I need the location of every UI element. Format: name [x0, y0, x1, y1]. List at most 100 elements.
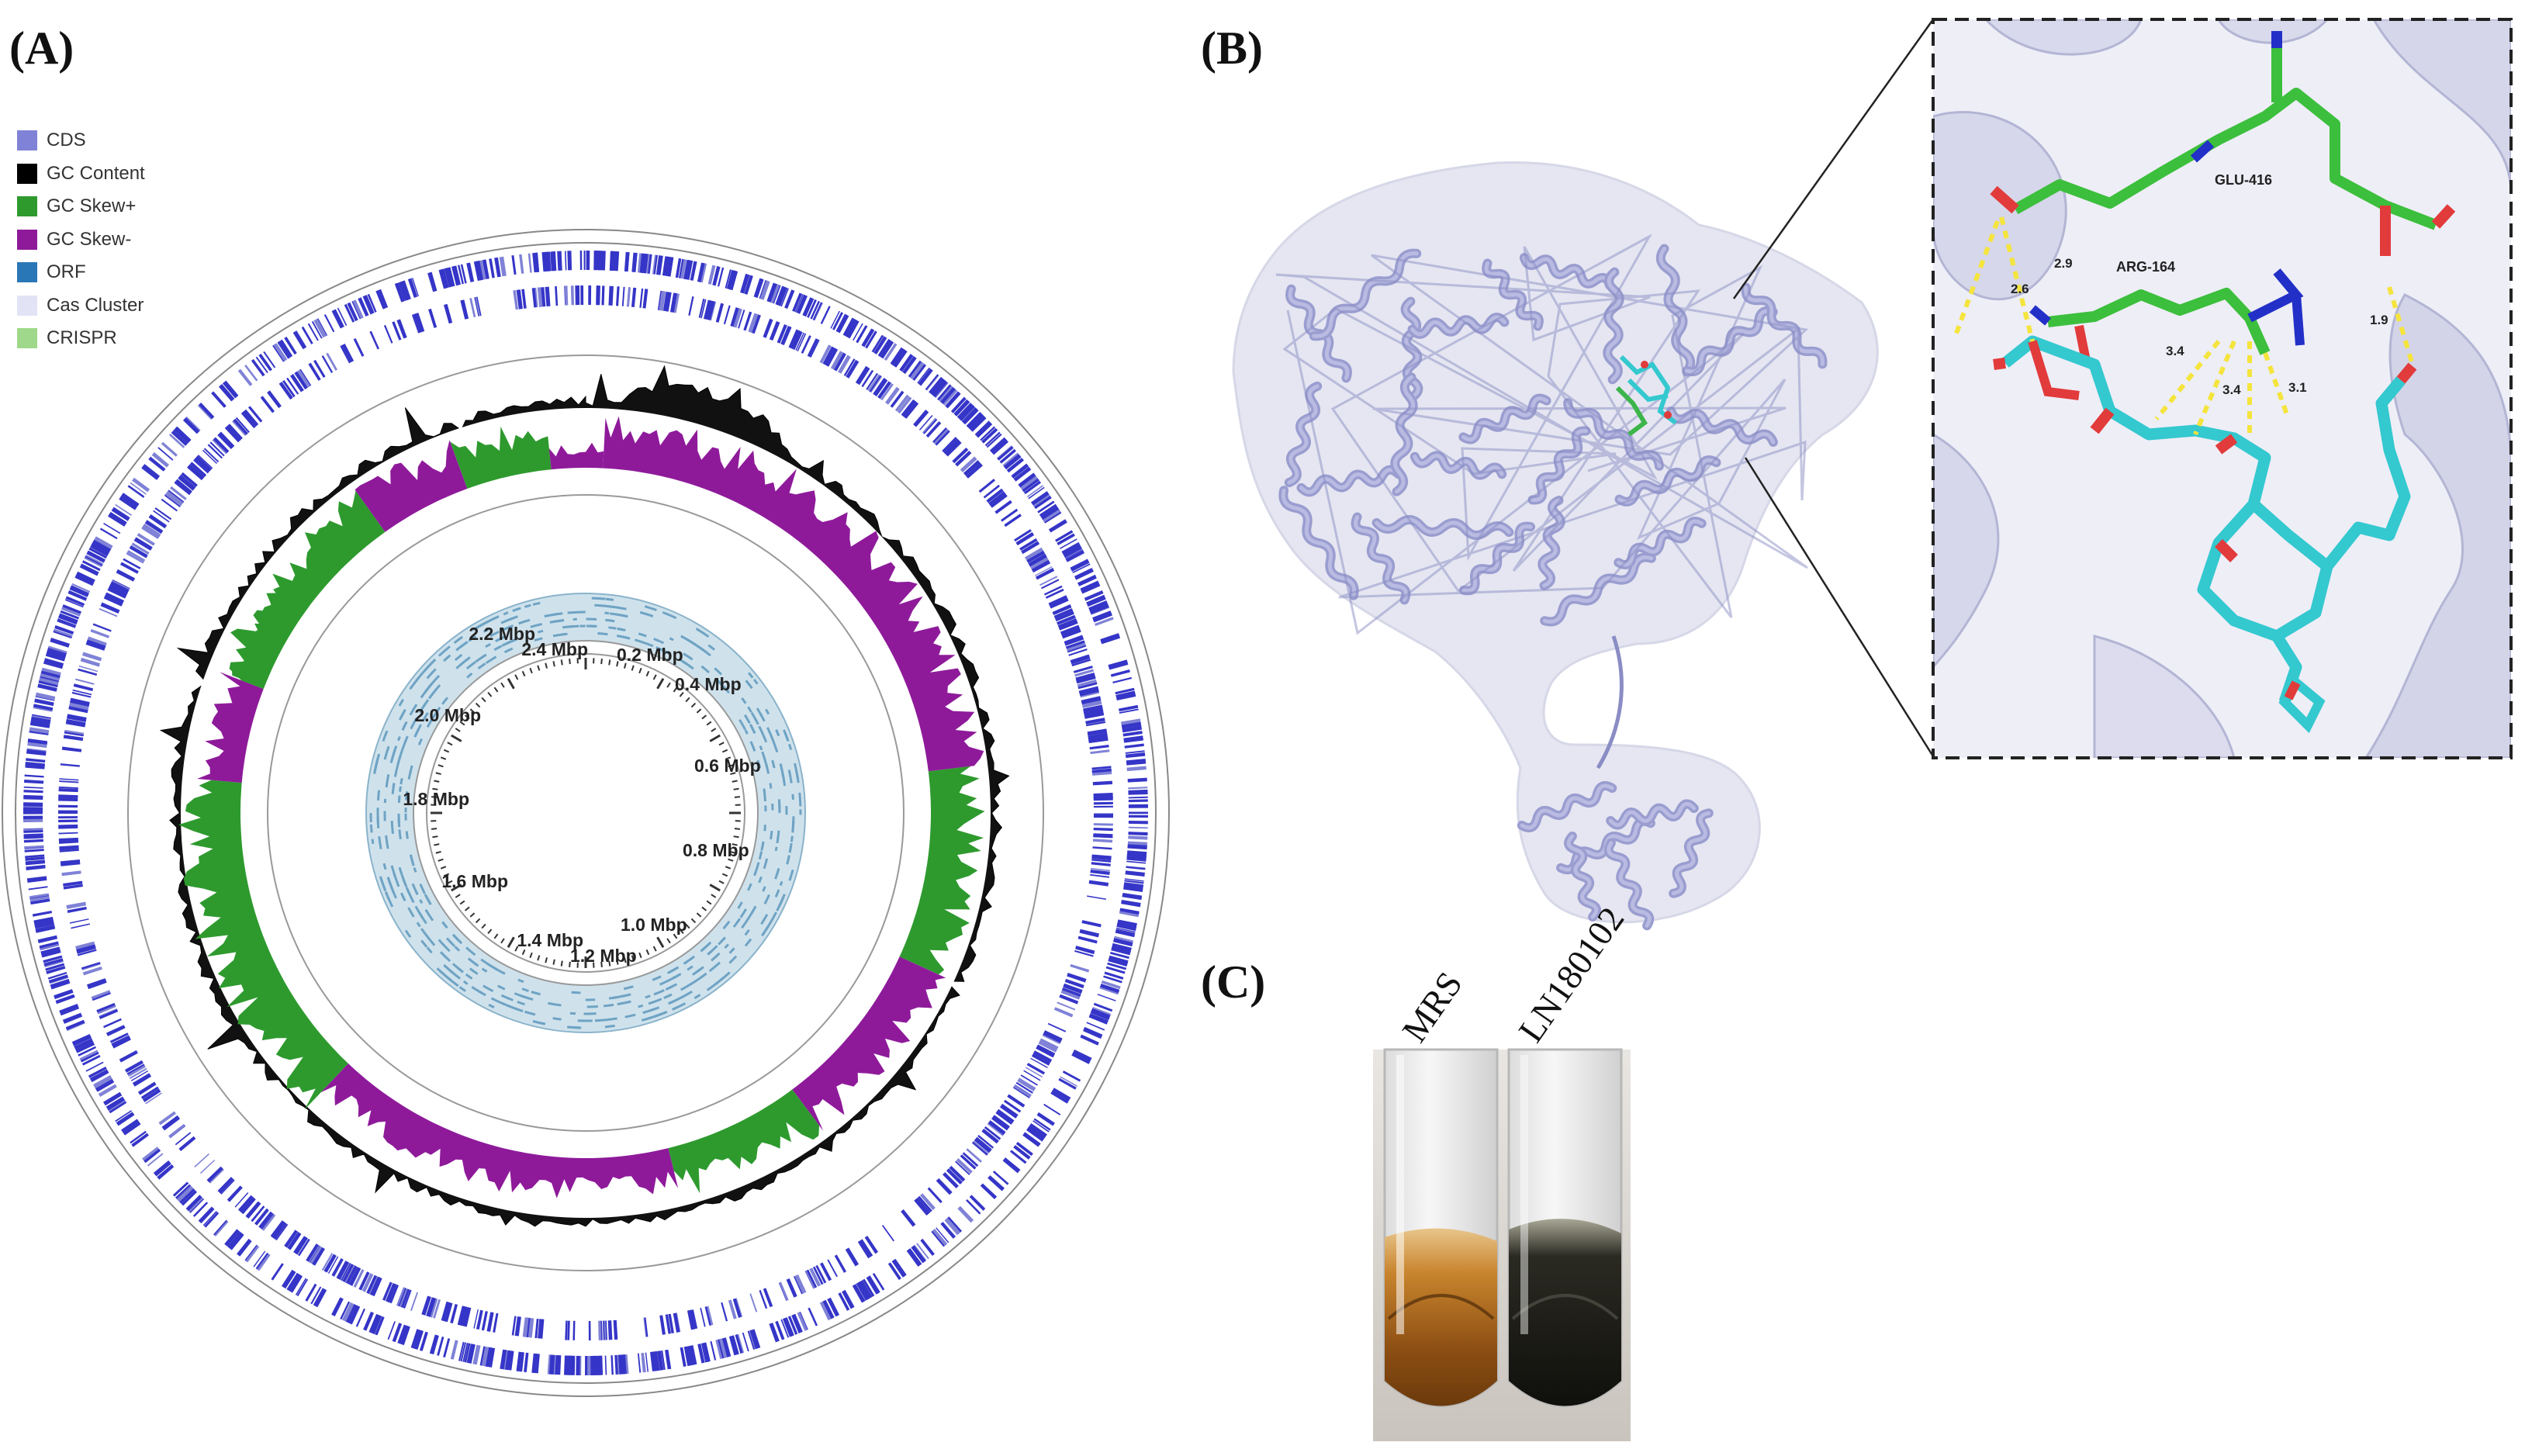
cds-feature [972, 1140, 989, 1155]
cds-feature [1126, 853, 1147, 859]
cds-feature [452, 265, 462, 285]
glass-highlight [1396, 1055, 1404, 1334]
cds-feature [1072, 563, 1091, 573]
cds-feature [1123, 736, 1143, 742]
cds-feature [126, 1063, 145, 1075]
cds-feature [460, 264, 467, 284]
oxygen-atom [1664, 411, 1672, 419]
orf-feature [713, 953, 719, 960]
cds-feature [1075, 946, 1095, 955]
cds-feature [100, 602, 120, 614]
cds-feature [59, 778, 79, 781]
cds-feature [261, 1213, 275, 1230]
h-bond [2263, 352, 2291, 420]
cds-feature [344, 303, 355, 323]
cds-feature [827, 1259, 838, 1278]
cds-feature [988, 1120, 1006, 1136]
oxygen-bond [2431, 204, 2456, 229]
cds-feature [669, 292, 677, 313]
cds-feature [25, 763, 45, 766]
scale-tick [652, 674, 657, 680]
cds-feature [691, 1309, 698, 1330]
orf-feature [489, 631, 500, 638]
orf-feature [465, 946, 476, 956]
scale-tick [730, 850, 736, 854]
cds-feature [513, 290, 519, 310]
scale-tick [435, 850, 441, 854]
cds-feature [38, 680, 58, 688]
cds-feature [121, 1119, 140, 1133]
cds-feature [779, 1281, 789, 1301]
cds-feature [1036, 1044, 1056, 1057]
cds-feature [577, 285, 580, 306]
cds-feature [190, 462, 207, 477]
cds-feature [1015, 1081, 1033, 1094]
orf-feature [454, 653, 463, 662]
cds-feature [1022, 478, 1039, 493]
cds-feature [362, 295, 375, 315]
cds-feature [64, 599, 84, 608]
scale-tick [623, 662, 627, 669]
cds-feature [341, 1302, 355, 1322]
cds-feature [197, 455, 213, 469]
cds-feature [356, 1309, 365, 1327]
orf-feature [422, 699, 430, 707]
cds-feature [822, 346, 835, 365]
cds-feature [830, 310, 840, 329]
cds-feature [228, 1232, 244, 1250]
orf-feature [728, 955, 738, 964]
cds-feature [707, 265, 716, 285]
cds-feature [1047, 1022, 1067, 1032]
scale-tick [507, 678, 515, 690]
cds-feature [69, 586, 89, 597]
cds-feature [567, 251, 572, 271]
cds-feature [856, 1281, 869, 1301]
scale-tick [514, 674, 519, 680]
cds-feature [700, 299, 707, 319]
cds-feature [1001, 1103, 1019, 1117]
cds-feature [74, 1038, 94, 1050]
orf-feature [382, 734, 387, 742]
orf-feature [775, 729, 780, 737]
scale-label: 1.4 Mbp [517, 930, 583, 950]
cds-feature [313, 318, 327, 338]
cds-feature [483, 259, 489, 279]
cds-feature [576, 1355, 580, 1375]
orf-feature [737, 901, 743, 909]
orf-feature [389, 882, 396, 894]
cds-feature [657, 1351, 662, 1371]
cds-feature [1091, 855, 1112, 861]
orf-feature [605, 597, 614, 601]
cds-feature [728, 1335, 738, 1356]
cds-feature [1055, 530, 1074, 542]
orf-feature [405, 831, 409, 839]
cds-feature [409, 278, 418, 298]
oxygen-bond [1990, 185, 2019, 214]
legend-label: CRISPR [47, 327, 117, 349]
cds-feature [1128, 826, 1148, 829]
cds-feature [1081, 921, 1102, 928]
alpha-helix-highlight [1531, 429, 1589, 502]
cds-feature [602, 251, 606, 271]
cds-feature [157, 447, 174, 461]
cds-feature [916, 1243, 929, 1260]
cds-feature [43, 658, 64, 667]
cds-feature [213, 1219, 227, 1236]
cds-feature [534, 1318, 539, 1339]
cds-feature [62, 604, 81, 614]
cds-feature [103, 595, 123, 607]
cds-feature [960, 456, 977, 472]
cds-feature [57, 618, 77, 627]
cds-feature [738, 310, 745, 329]
cds-feature [680, 1347, 687, 1367]
cds-feature [1115, 927, 1136, 933]
scale-tick [443, 749, 450, 753]
cds-feature [993, 1115, 1010, 1129]
cds-feature [260, 396, 275, 413]
cds-feature [181, 472, 198, 487]
cds-feature [29, 896, 50, 901]
cds-feature [142, 1146, 161, 1162]
cds-feature [715, 303, 725, 323]
cds-feature [243, 409, 259, 427]
orf-feature [454, 946, 461, 952]
